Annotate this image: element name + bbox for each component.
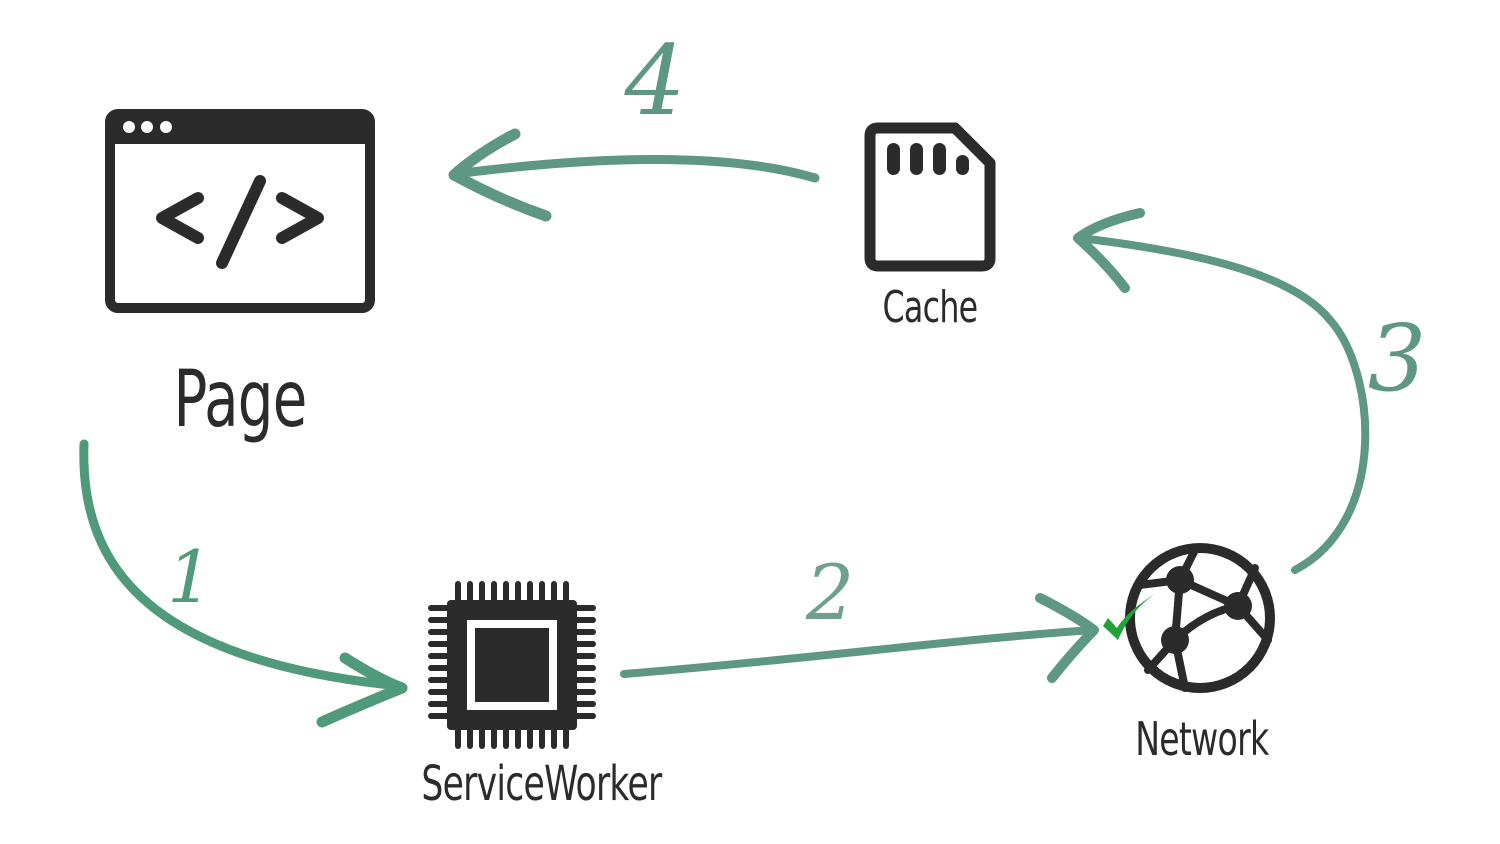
arrow-step-2	[620, 593, 1099, 683]
node-label-serviceworker: ServiceWorker	[421, 756, 662, 812]
step-number-3: 3	[1367, 305, 1427, 412]
arrow-step-4	[448, 128, 820, 222]
arrow-step-3	[1073, 208, 1370, 574]
arrow-step-1	[79, 439, 408, 728]
checkmark-icon	[1103, 592, 1158, 640]
node-label-cache: Cache	[882, 282, 979, 333]
step-number-2: 2	[805, 548, 855, 637]
cpu-chip-icon	[428, 581, 596, 749]
step-number-1: 1	[167, 535, 213, 619]
sd-card-icon	[864, 122, 996, 272]
step-number-4: 4	[624, 25, 686, 137]
globe-network-icon	[1125, 543, 1275, 693]
browser-code-icon	[105, 109, 375, 313]
node-label-page: Page	[173, 355, 307, 445]
node-label-network: Network	[1135, 712, 1269, 766]
